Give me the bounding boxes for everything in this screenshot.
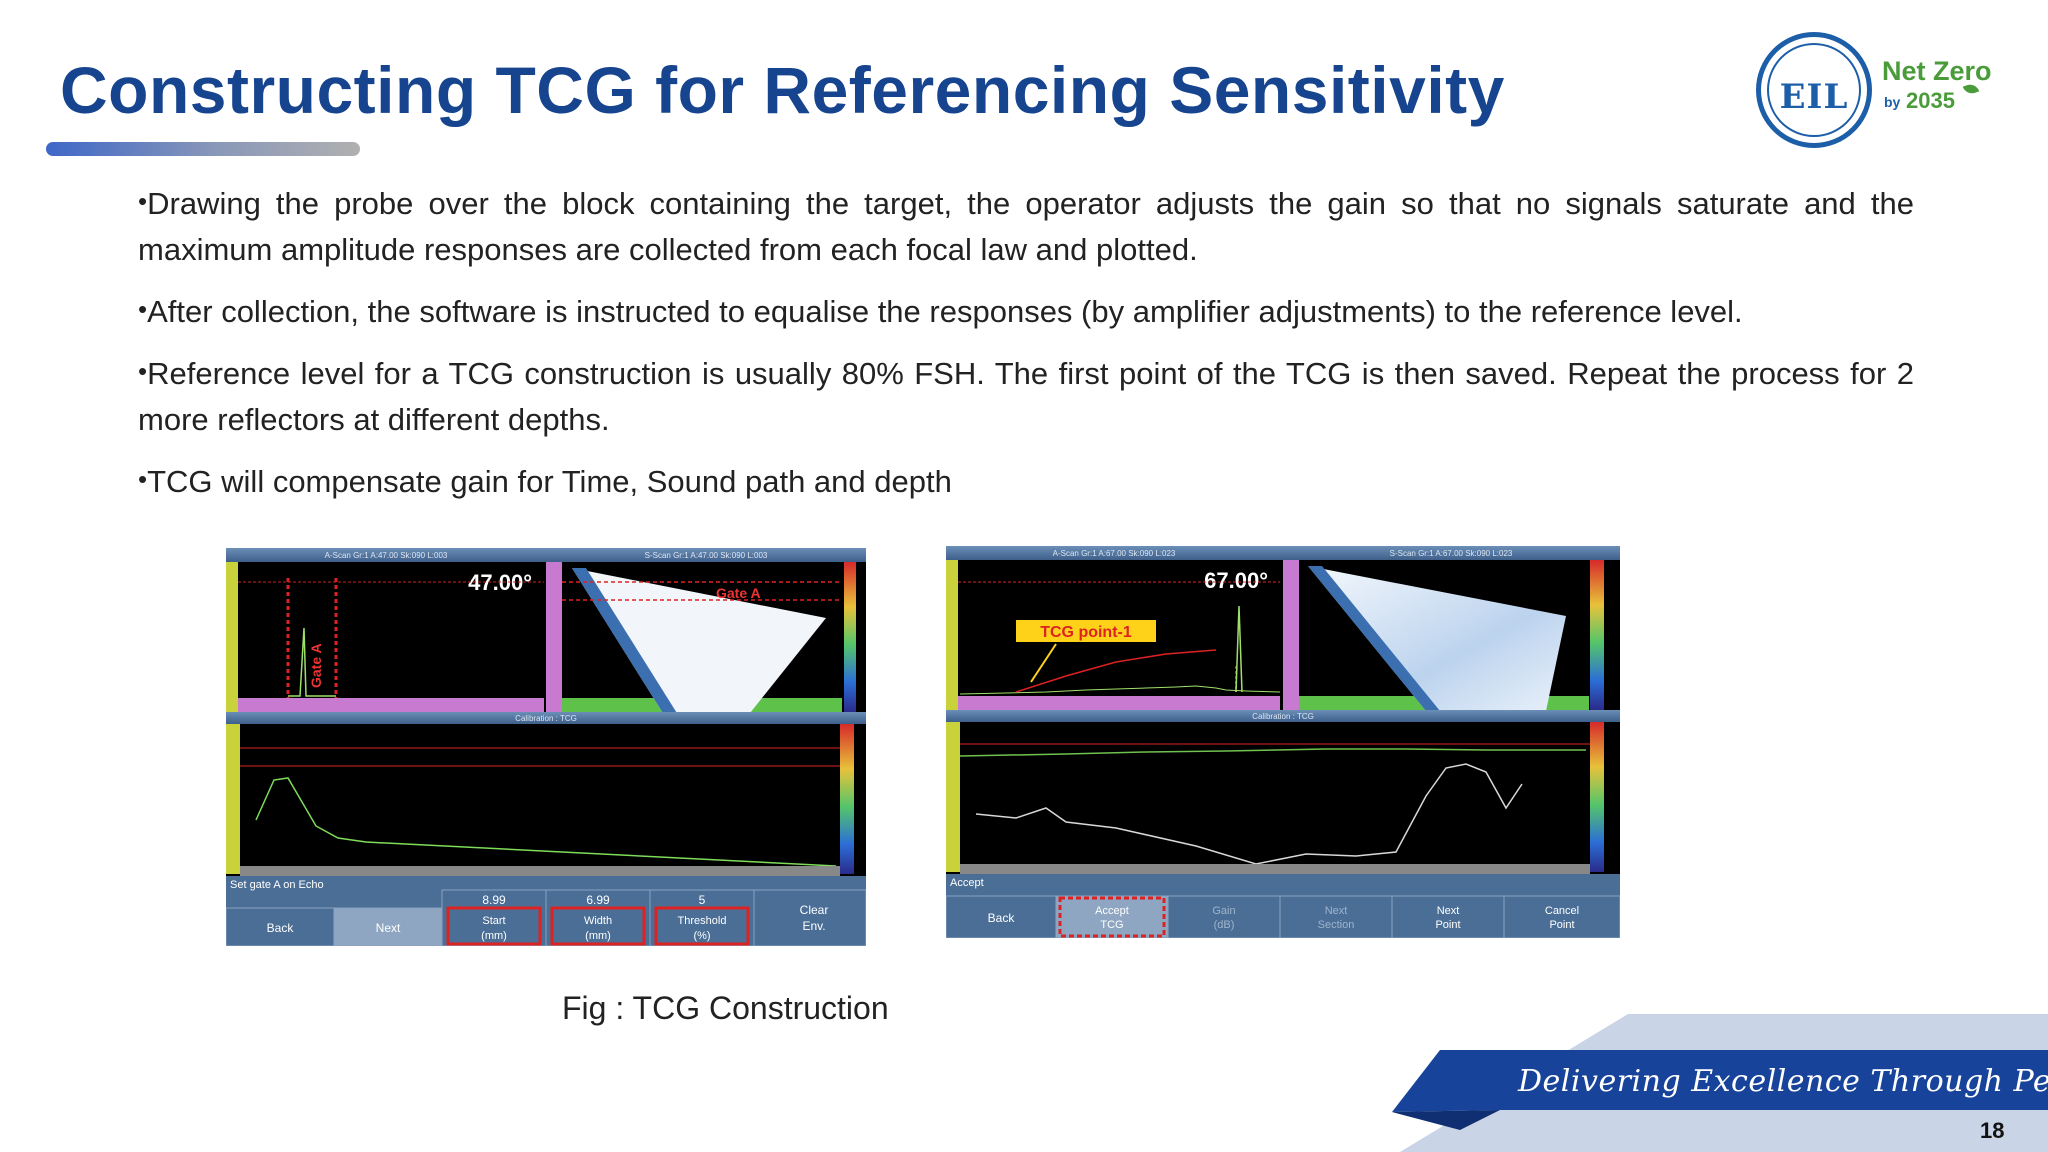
title-underline [46,142,360,156]
eil-logo-text: EIL [1779,77,1849,117]
threshold-value: 5 [699,893,706,907]
next-point-button[interactable]: Next [1437,905,1460,917]
sscan-header: S-Scan Gr:1 A:67.00 Sk:090 L:023 [1390,549,1513,558]
bullet-item: •TCG will compensate gain for Time, Soun… [138,464,952,499]
figure-caption: Fig : TCG Construction [562,990,889,1026]
svg-text:(mm): (mm) [481,930,507,942]
accept-label: Accept [950,877,984,889]
bullet-list: •Drawing the probe over the block contai… [138,178,1914,518]
calibration-header: Calibration : TCG [515,714,577,723]
ascan-header: A-Scan Gr:1 A:67.00 Sk:090 L:023 [1053,549,1176,558]
netzero-text: Net Zero [1882,56,1992,86]
accept-tcg-button[interactable]: Accept [1095,905,1129,917]
sscan-header: S-Scan Gr:1 A:47.00 Sk:090 L:003 [645,551,768,560]
threshold-button[interactable]: Threshold [678,915,727,927]
page-number: 18 [1980,1118,2005,1143]
eil-logo-icon: EIL [1756,32,1872,148]
svg-text:(dB): (dB) [1214,919,1235,931]
netzero-by: by [1884,94,1901,110]
gate-a-vertical-label: Gate A [308,643,324,688]
bullet-item: •After collection, the software is instr… [138,294,1743,329]
gain-button[interactable]: Gain [1212,905,1235,917]
svg-text:(mm): (mm) [585,930,611,942]
footer-tagline: Delivering Excellence Through People [1518,1064,2048,1099]
tcg-screenshot-right: A-Scan Gr:1 A:67.00 Sk:090 L:023 S-Scan … [946,546,1620,938]
back-button[interactable]: Back [988,911,1016,925]
ascan-header: A-Scan Gr:1 A:47.00 Sk:090 L:003 [325,551,448,560]
calibration-header: Calibration : TCG [1252,712,1314,721]
bullet-item: •Reference level for a TCG construction … [138,356,1914,437]
svg-text:(%): (%) [693,930,710,942]
bullet-item: •Drawing the probe over the block contai… [138,186,1914,267]
start-value: 8.99 [482,893,506,907]
angle-readout: 67.00° [1204,568,1268,593]
tcg-screenshot-left: A-Scan Gr:1 A:47.00 Sk:090 L:003 S-Scan … [226,548,866,946]
svg-text:Section: Section [1318,919,1355,931]
start-button[interactable]: Start [482,915,505,927]
slide-title: Constructing TCG for Referencing Sensiti… [60,53,1505,127]
gate-a-label: Gate A [716,585,761,601]
svg-text:Env.: Env. [802,919,825,933]
width-button[interactable]: Width [584,915,612,927]
netzero-year: 2035 [1906,88,1955,113]
tcg-point-label: TCG point-1 [1040,624,1132,641]
eil-netzero-logo: EIL Net Zero by 2035 [1756,30,2026,150]
next-section-button[interactable]: Next [1325,905,1348,917]
clear-env-button[interactable]: Clear [800,903,829,917]
next-button[interactable]: Next [376,921,401,935]
svg-text:Point: Point [1549,919,1574,931]
back-button[interactable]: Back [267,921,295,935]
cancel-point-button[interactable]: Cancel [1545,905,1579,917]
svg-text:Point: Point [1435,919,1460,931]
set-gate-label: Set gate A on Echo [230,879,324,891]
width-value: 6.99 [586,893,610,907]
svg-text:TCG: TCG [1100,919,1123,931]
